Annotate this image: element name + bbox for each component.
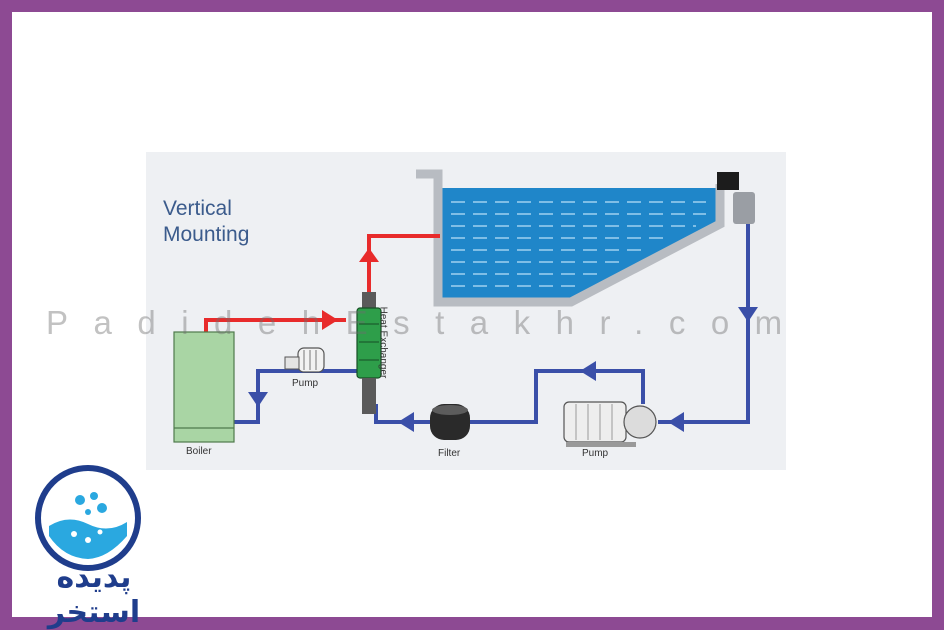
filter-highlight xyxy=(432,405,468,415)
watermark: PadidehEstakhr.com xyxy=(46,304,808,341)
cold-arrow-down-left xyxy=(248,392,268,407)
cold-arrow-left-1 xyxy=(668,412,684,432)
exchanger-bottom-cap xyxy=(362,378,376,414)
exchanger-top-cap xyxy=(362,292,376,308)
boiler-label: Boiler xyxy=(186,446,212,457)
heat-exchanger-diagram: Vertical Mounting Boiler Pump Heat Excha… xyxy=(146,152,786,470)
skimmer-top xyxy=(717,172,739,190)
cold-arrow-left-3 xyxy=(398,412,414,432)
boiler-body xyxy=(173,331,235,443)
large-pump-motor xyxy=(563,401,627,443)
filter-label: Filter xyxy=(438,448,461,459)
logo xyxy=(30,462,152,612)
diagram-graphic xyxy=(173,169,758,447)
hot-pipe-boiler-to-exchanger xyxy=(204,318,346,332)
pool-wall xyxy=(416,169,725,307)
logo-text: پدیده استخر xyxy=(47,560,141,630)
cold-pipe-pump-loop xyxy=(374,369,645,424)
hot-pipe-exchanger-to-pool xyxy=(367,234,440,292)
hot-arrow-up xyxy=(359,248,379,262)
small-pump-body xyxy=(297,347,325,373)
large-pump-label: Pump xyxy=(582,448,609,459)
pool-water-lines xyxy=(451,201,706,287)
cold-pipe-return-from-pool xyxy=(658,224,750,424)
pool-water xyxy=(442,188,718,299)
logo-emblem xyxy=(35,465,141,571)
large-pump-volute xyxy=(623,405,657,439)
diagram-title: Vertical Mounting xyxy=(163,197,250,246)
small-pump-label: Pump xyxy=(292,378,319,389)
skimmer xyxy=(733,192,755,224)
small-pump-head xyxy=(284,356,300,370)
large-pump-base xyxy=(566,442,636,447)
cold-arrow-down-right xyxy=(738,307,758,322)
hot-arrow-right xyxy=(322,310,338,330)
cold-arrow-left-2 xyxy=(580,361,596,381)
